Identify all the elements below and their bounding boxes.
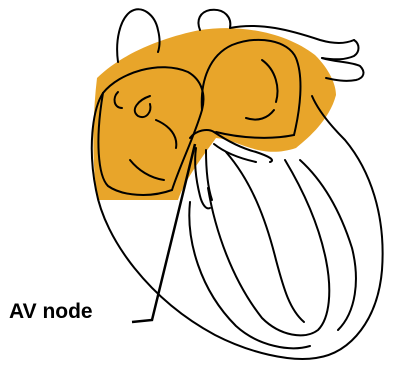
av-node-label: AV node — [9, 301, 93, 322]
atria-shading — [93, 28, 336, 200]
